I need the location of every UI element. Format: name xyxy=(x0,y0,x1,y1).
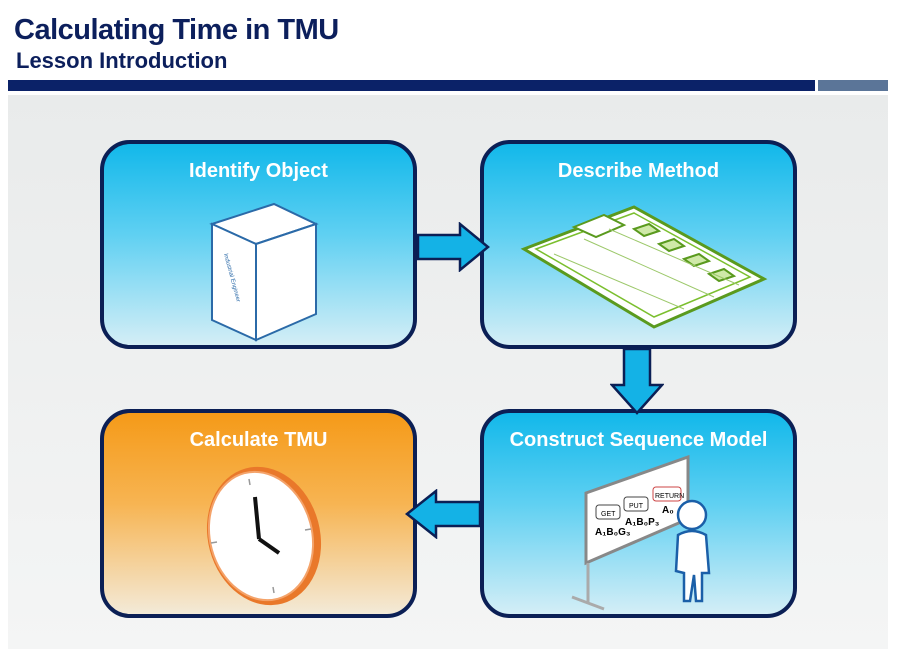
whiteboard-person-icon: GET PUT RETURN A₁B₀G₃ A₁B₀P₃ A₀ xyxy=(571,454,711,611)
svg-text:A₁B₀P₃: A₁B₀P₃ xyxy=(625,517,660,528)
svg-text:PUT: PUT xyxy=(629,503,644,510)
header-divider xyxy=(8,80,815,91)
svg-text:RETURN: RETURN xyxy=(655,493,684,500)
arrow-right xyxy=(416,222,490,272)
step-identify-object[interactable]: Identify Object Industrial Engineer xyxy=(100,140,417,349)
step-label: Calculate TMU xyxy=(189,429,328,451)
page-subtitle: Lesson Introduction xyxy=(16,48,228,73)
book-icon: Industrial Engineer xyxy=(209,202,319,342)
step-label: Describe Method xyxy=(557,160,720,182)
arrow-left xyxy=(404,489,482,539)
step-label: Construct Sequence Model xyxy=(509,429,768,451)
arrow-down xyxy=(610,347,664,415)
page-title: Calculating Time in TMU xyxy=(14,14,339,46)
step-calculate-tmu[interactable]: Calculate TMU xyxy=(100,409,417,618)
step-describe-method[interactable]: Describe Method xyxy=(480,140,797,349)
clock-icon xyxy=(206,466,322,606)
svg-text:A₀: A₀ xyxy=(662,505,674,516)
svg-text:GET: GET xyxy=(601,511,616,518)
header-divider-accent xyxy=(818,80,888,91)
step-label: Identify Object xyxy=(189,160,328,182)
clipboard-checklist-icon xyxy=(520,205,768,329)
step-construct-sequence-model[interactable]: Construct Sequence Model GET PUT RETURN … xyxy=(480,409,797,618)
svg-text:A₁B₀G₃: A₁B₀G₃ xyxy=(595,527,631,538)
